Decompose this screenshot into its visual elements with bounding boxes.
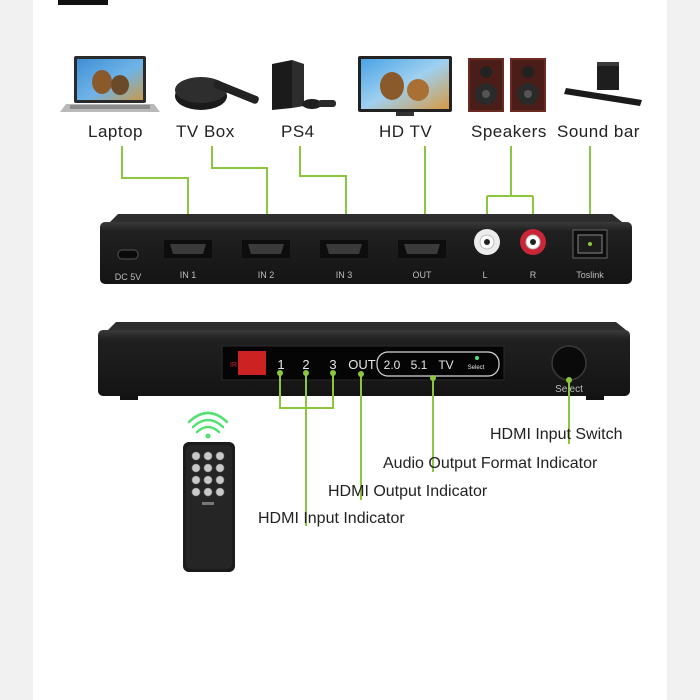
back-panel: DC 5V IN 1 IN 2 IN 3 OUT L R Toslink: [100, 214, 632, 284]
callout-hdmi-input-indicator: HDMI Input Indicator: [258, 510, 405, 527]
ir-window-icon: [238, 351, 266, 375]
input-number-2: 2: [302, 357, 309, 372]
rca-right-jack-icon: [520, 229, 546, 255]
port-label-toslink: Toslink: [576, 270, 604, 280]
ir-label: IR: [230, 362, 237, 369]
device-label-ps4: PS4: [281, 122, 315, 141]
hdmi-port-in3-icon: [320, 240, 368, 258]
toslink-port-icon: [572, 229, 608, 259]
device-label-sound-bar: Sound bar: [557, 122, 640, 141]
port-label-r: R: [530, 270, 537, 280]
hdmi-port-out-icon: [398, 240, 446, 258]
connector-lines-bottom: [279, 372, 570, 526]
audio-format-tv: TV: [438, 358, 453, 372]
rca-left-jack-icon: [474, 229, 500, 255]
audio-format-5-1: 5.1: [411, 358, 428, 372]
device-label-hd-tv: HD TV: [379, 122, 433, 141]
port-label-out: OUT: [413, 270, 433, 280]
input-number-1: 1: [277, 357, 284, 372]
port-label-in2: IN 2: [258, 270, 275, 280]
laptop-icon: [60, 56, 160, 112]
out-indicator-label: OUT: [348, 357, 376, 372]
tv-box-icon: [175, 77, 259, 110]
wireless-signal-icon: [187, 411, 229, 434]
port-label-l: L: [482, 270, 487, 280]
hdmi-port-in1-icon: [164, 240, 212, 258]
sound-bar-icon: [564, 62, 642, 106]
hdmi-port-in2-icon: [242, 240, 290, 258]
dc-port-icon: [117, 249, 139, 260]
device-label-tv-box: TV Box: [176, 122, 235, 141]
status-led-icon: [475, 356, 479, 360]
callout-hdmi-output-indicator: HDMI Output Indicator: [328, 483, 488, 500]
callout-dots: [277, 370, 572, 383]
device-label-laptop: Laptop: [88, 122, 143, 141]
port-label-in1: IN 1: [180, 270, 197, 280]
remote-control-icon: [183, 411, 235, 572]
dc-label: DC 5V: [115, 272, 142, 282]
input-number-3: 3: [329, 357, 336, 372]
top-bar: [58, 0, 108, 5]
audio-format-box: [376, 351, 500, 377]
front-panel: IR 1 2 3 OUT 2.0 5.1 TV Select Select: [98, 322, 630, 400]
select-button-icon: [551, 345, 587, 381]
hd-tv-icon: [358, 56, 452, 116]
select-small-label: Select: [468, 365, 485, 371]
port-label-in3: IN 3: [336, 270, 353, 280]
device-label-speakers: Speakers: [471, 122, 547, 141]
callout-hdmi-input-switch: HDMI Input Switch: [490, 426, 623, 443]
audio-format-2-0: 2.0: [384, 358, 401, 372]
callout-audio-output-format-indicator: Audio Output Format Indicator: [383, 455, 598, 472]
ps4-icon: [272, 60, 336, 110]
speakers-icon: [468, 58, 546, 112]
